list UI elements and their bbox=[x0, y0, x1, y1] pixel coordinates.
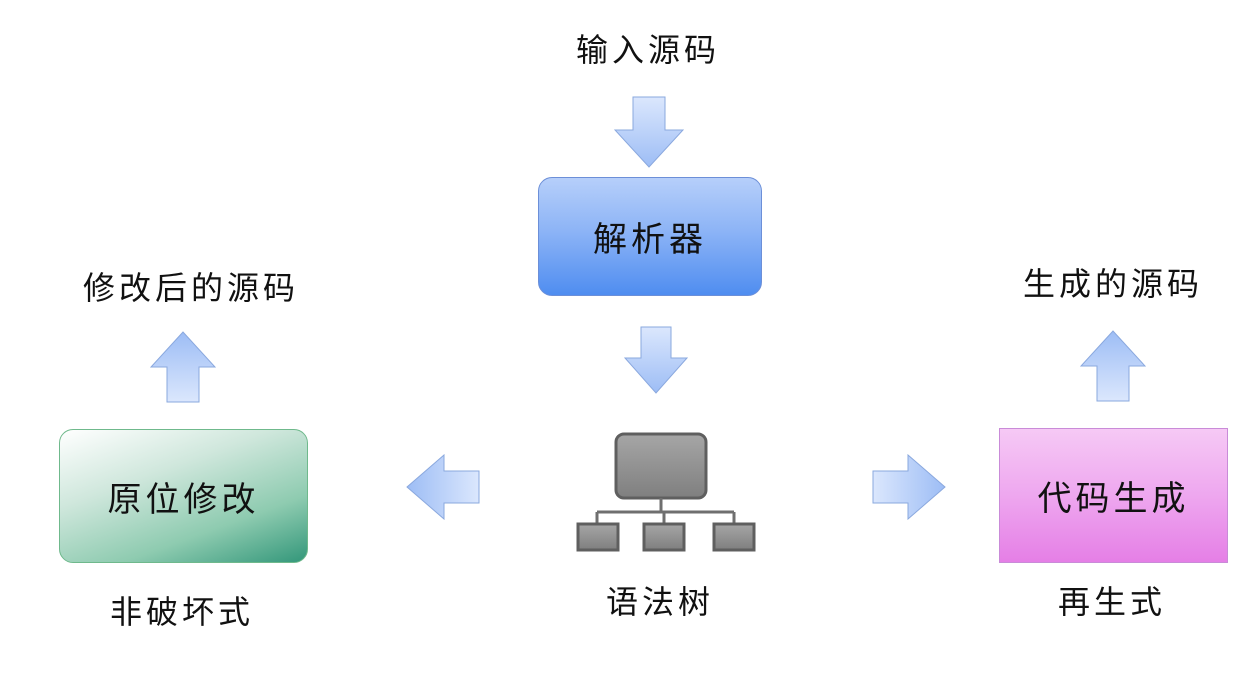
regenerative-label: 再生式 bbox=[1057, 583, 1166, 621]
in-place-edit-label: 原位修改 bbox=[107, 479, 260, 520]
arrow-left-to-inplace-icon bbox=[406, 454, 480, 520]
code-generation-node: 代码生成 bbox=[999, 428, 1228, 563]
syntax-tree-label: 语法树 bbox=[605, 583, 714, 621]
arrow-down-to-tree-icon bbox=[624, 326, 688, 394]
input-source-label: 输入源码 bbox=[575, 31, 720, 69]
arrow-up-to-generated-icon bbox=[1080, 330, 1146, 402]
arrow-up-to-modified-icon bbox=[150, 331, 216, 403]
in-place-edit-node: 原位修改 bbox=[59, 429, 308, 563]
parser-label: 解析器 bbox=[593, 220, 707, 260]
code-generation-label: 代码生成 bbox=[1037, 479, 1190, 519]
arrow-down-to-parser-icon bbox=[614, 96, 684, 168]
generated-source-label: 生成的源码 bbox=[1022, 265, 1203, 303]
parser-node: 解析器 bbox=[538, 177, 762, 296]
arrow-right-to-codegen-icon bbox=[872, 454, 946, 520]
modified-source-label: 修改后的源码 bbox=[82, 269, 299, 307]
org-chart-icon bbox=[576, 432, 756, 552]
non-destructive-label: 非破坏式 bbox=[109, 593, 254, 631]
